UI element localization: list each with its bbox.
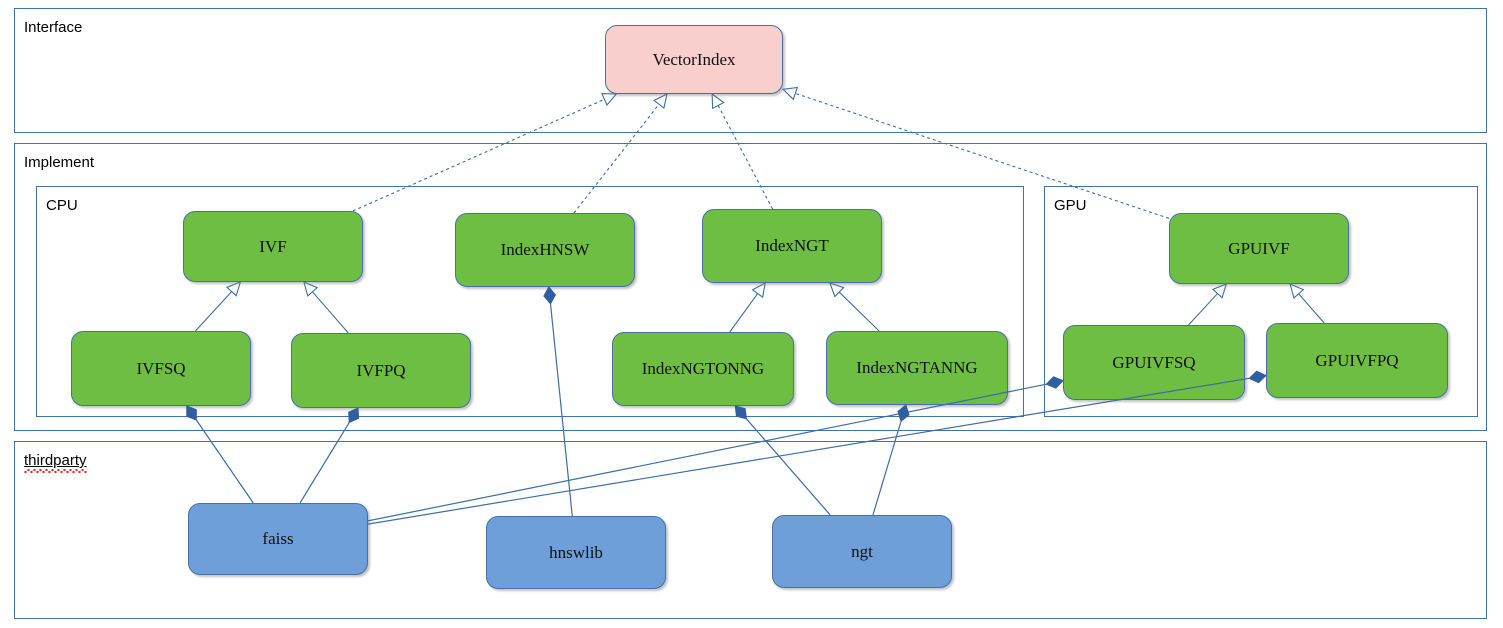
node-gpuivf[interactable]: GPUIVF (1169, 213, 1349, 284)
node-ngt[interactable]: ngt (772, 515, 952, 588)
spellcheck-squiggle (24, 469, 87, 473)
container-label-gpu: GPU (1054, 197, 1087, 214)
container-gpu (1044, 186, 1478, 417)
container-label-implement: Implement (24, 154, 95, 171)
node-ivfsq[interactable]: IVFSQ (71, 331, 251, 406)
node-indexngtonng[interactable]: IndexNGTONNG (612, 332, 794, 406)
node-vectorindex[interactable]: VectorIndex (605, 25, 783, 94)
node-gpuivfsq[interactable]: GPUIVFSQ (1063, 325, 1245, 400)
node-hnswlib[interactable]: hnswlib (486, 516, 666, 589)
container-label-interface: Interface (24, 19, 83, 36)
node-indexhnsw[interactable]: IndexHNSW (455, 213, 635, 287)
container-label-cpu: CPU (46, 197, 78, 214)
node-ivfpq[interactable]: IVFPQ (291, 333, 471, 408)
node-gpuivfpq[interactable]: GPUIVFPQ (1266, 323, 1448, 398)
node-indexngt[interactable]: IndexNGT (702, 209, 882, 283)
container-label-thirdparty: thirdparty (24, 453, 87, 473)
node-indexngtanng[interactable]: IndexNGTANNG (826, 331, 1008, 405)
node-ivf[interactable]: IVF (183, 211, 363, 282)
node-faiss[interactable]: faiss (188, 503, 368, 575)
